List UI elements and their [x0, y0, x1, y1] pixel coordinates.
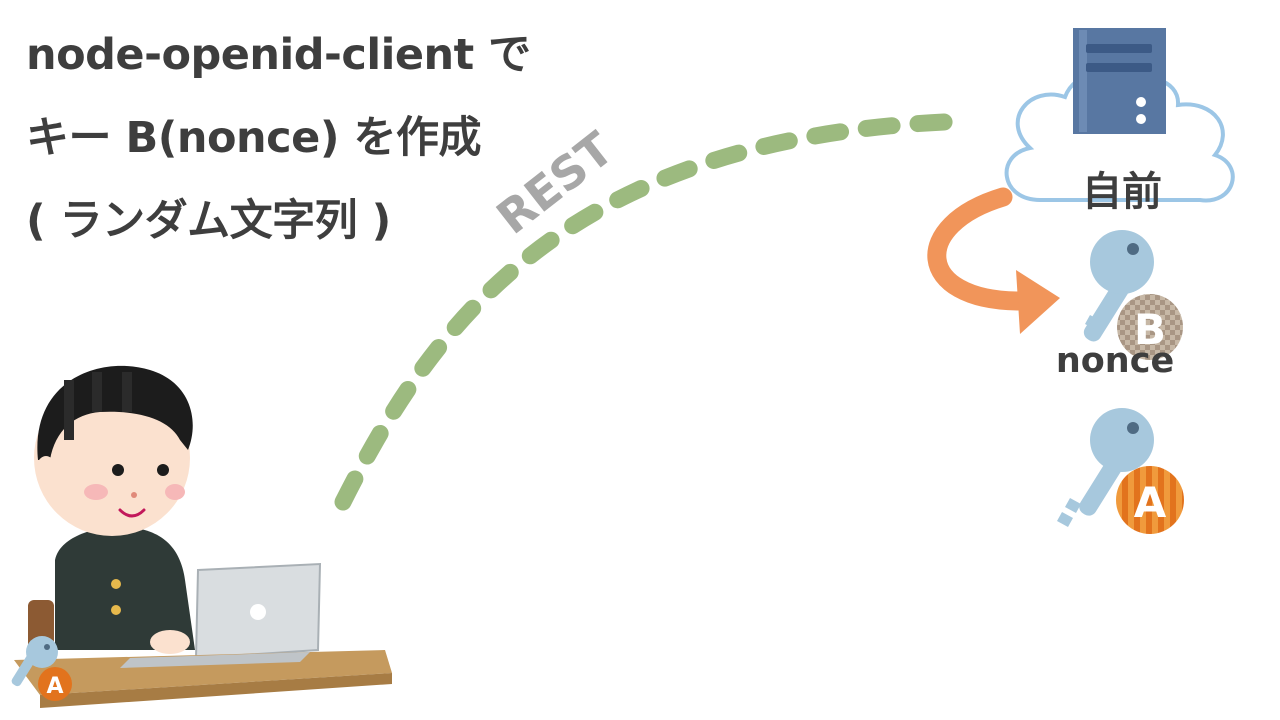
title-line-1: node-openid-client で — [26, 30, 531, 80]
rest-connector — [334, 113, 954, 511]
nonce-label: nonce — [1056, 341, 1174, 381]
user-key-icon: A — [11, 636, 72, 701]
key-b-icon: B — [1083, 230, 1183, 360]
key-a-badge: A — [1134, 478, 1167, 527]
arrow-icon — [927, 187, 1060, 334]
key-a-icon: A — [1057, 408, 1184, 534]
title-line-3: ( ランダム文字列 ) — [26, 196, 391, 246]
title-block: node-openid-client で キー B(nonce) を作成 ( ラ… — [26, 14, 666, 263]
user-key-badge: A — [46, 674, 63, 699]
key-b-badge: B — [1134, 305, 1166, 354]
title-line-2: キー B(nonce) を作成 — [26, 113, 481, 163]
server-icon — [1073, 28, 1166, 134]
rest-label: REST — [487, 121, 624, 245]
server-label: 自前 — [1082, 169, 1162, 215]
user-illustration — [14, 365, 392, 708]
